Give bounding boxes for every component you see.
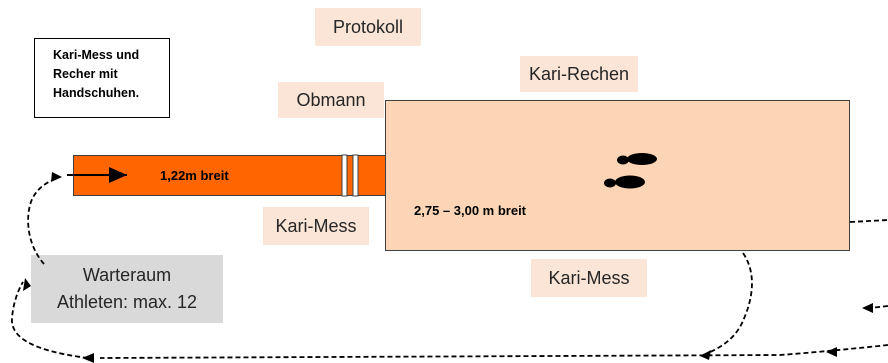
gloves-note: Kari-Mess und Recher mit Handschuhen.	[34, 38, 170, 118]
landing-area	[385, 100, 850, 251]
landing-area-width-label: 2,75 – 3,00 m breit	[414, 203, 527, 218]
kari-rechen-label: Kari-Rechen	[520, 56, 638, 92]
gloves-note-line-2: Recher mit	[53, 67, 118, 81]
runway-width-label: 1,22m breit	[160, 168, 229, 183]
return-path	[11, 177, 888, 359]
waiting-area: Warteraum Athleten: max. 12	[31, 255, 223, 323]
takeoff-board	[341, 154, 359, 197]
return-path-arrowheads	[23, 172, 873, 363]
gloves-note-line-3: Handschuhen.	[53, 86, 140, 100]
obmann-label: Obmann	[278, 82, 384, 118]
waiting-area-title: Warteraum	[82, 265, 172, 285]
protokoll-label: Protokoll	[315, 8, 421, 46]
kari-mess-bottom-label: Kari-Mess	[531, 259, 647, 297]
footprints-icon	[604, 153, 657, 189]
kari-mess-left-label: Kari-Mess	[263, 207, 369, 245]
gloves-note-line-1: Kari-Mess und	[53, 48, 140, 62]
waiting-area-capacity: Athleten: max. 12	[56, 292, 198, 312]
